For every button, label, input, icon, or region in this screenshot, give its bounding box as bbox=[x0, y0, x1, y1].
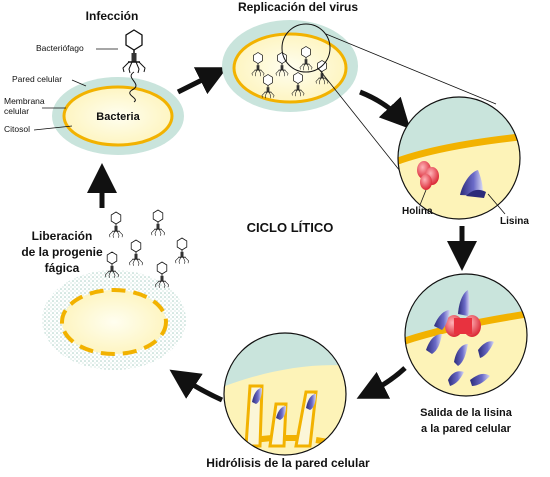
pointer-cytosol bbox=[33, 125, 73, 131]
holin-icon bbox=[417, 161, 439, 190]
stage-infection: Infección Bacteria Bacteriófago Pared ce… bbox=[4, 9, 184, 155]
pointer-holin bbox=[419, 189, 427, 206]
label-bacteriophage: Bacteriófago bbox=[36, 43, 84, 53]
zoom-line-bottom bbox=[317, 67, 405, 177]
stage-replication: Replicación del virus bbox=[222, 0, 497, 177]
stage-lysin-exit-title-line1: Salida de la lisina bbox=[420, 407, 513, 419]
label-cell-wall: Pared celular bbox=[12, 74, 62, 84]
stage-infection-title: Infección bbox=[86, 9, 139, 23]
injected-dna bbox=[129, 71, 137, 103]
lysin-channels bbox=[244, 384, 318, 448]
zoom-circle bbox=[281, 23, 331, 73]
phage-icon bbox=[174, 237, 190, 265]
phage-icon bbox=[108, 211, 124, 239]
cell-membrane bbox=[232, 32, 348, 104]
holin-pore-icon bbox=[445, 315, 481, 337]
stage-release-title-line3: fágica bbox=[45, 261, 80, 275]
bacteria-label: Bacteria bbox=[96, 111, 140, 123]
stage-wall-hydrolysis: Hidrólisis de la pared celular bbox=[206, 332, 370, 470]
stage-release-title-line2: de la progenie bbox=[21, 245, 103, 259]
lysed-membrane bbox=[60, 288, 168, 356]
bacteriophage-icon bbox=[122, 29, 146, 74]
pointer-lysin bbox=[487, 193, 506, 215]
pointer-cell-wall bbox=[71, 79, 87, 87]
cell-membrane bbox=[62, 85, 174, 147]
arrow-lysin-to-hydrolysis bbox=[356, 366, 407, 399]
stage-phage-release: Liberación de la progenie fágica bbox=[21, 209, 190, 370]
phage-icon bbox=[150, 209, 166, 237]
zoom-membrane bbox=[398, 132, 520, 168]
zoom-line-top bbox=[325, 33, 497, 105]
stage-release-title-line1: Liberación bbox=[32, 229, 93, 243]
label-membrane-line2: celular bbox=[4, 106, 29, 116]
label-cytosol: Citosol bbox=[4, 124, 30, 134]
lysin-molecules bbox=[426, 290, 494, 386]
lysin-icon bbox=[460, 170, 486, 198]
arrow-replication-to-holin bbox=[359, 89, 411, 129]
label-membrane-line1: Membrana bbox=[4, 96, 45, 106]
diagram-title: CICLO LÍTICO bbox=[247, 220, 334, 235]
zoom-cell-wall bbox=[224, 333, 346, 388]
label-holin: Holina bbox=[402, 206, 433, 217]
cycle-arrows bbox=[87, 67, 477, 403]
phage-icon bbox=[128, 239, 144, 267]
stage-replication-title: Replicación del virus bbox=[238, 0, 358, 14]
arrow-infection-to-replication bbox=[176, 67, 228, 95]
stage-holin-lysin-zoom: Holina Lisina bbox=[397, 96, 529, 227]
stage-hydrolysis-title: Hidrólisis de la pared celular bbox=[206, 456, 370, 470]
lysed-cytosol bbox=[62, 290, 166, 354]
label-lysin: Lisina bbox=[500, 216, 529, 227]
stage-lysin-exit: Salida de la lisina a la pared celular bbox=[404, 273, 528, 435]
stage-lysin-exit-title-line2: a la pared celular bbox=[421, 423, 512, 435]
arrow-hydrolysis-to-release bbox=[169, 369, 224, 403]
